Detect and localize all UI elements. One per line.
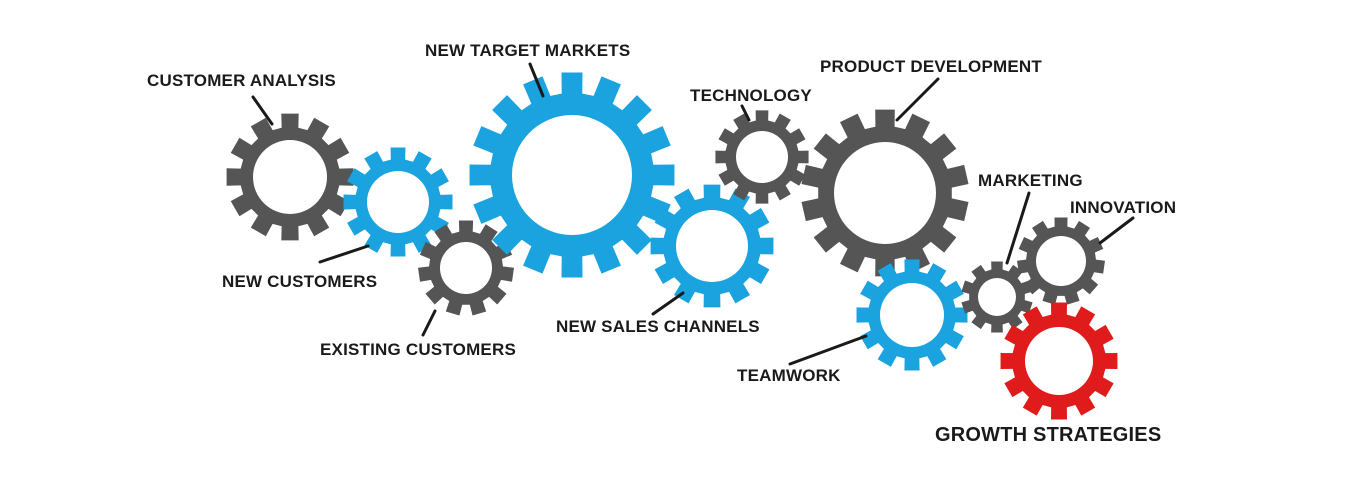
gear-existing-customers <box>418 220 514 316</box>
gear-customer-analysis <box>226 113 354 241</box>
label-technology: TECHNOLOGY <box>690 86 812 105</box>
leader-innovation <box>1098 216 1135 245</box>
leader-layer <box>251 62 1135 366</box>
gear-innovation <box>1017 217 1105 305</box>
label-teamwork: TEAMWORK <box>737 366 841 385</box>
label-existing-customers: EXISTING CUSTOMERS <box>320 340 516 359</box>
label-new-customers: NEW CUSTOMERS <box>222 272 378 291</box>
leader-teamwork <box>788 334 868 366</box>
leader-product-development <box>895 77 940 122</box>
gear-teamwork <box>856 259 968 371</box>
label-new-target-markets: NEW TARGET MARKETS <box>425 41 631 60</box>
gear-technology <box>715 110 809 204</box>
label-new-sales-channels: NEW SALES CHANNELS <box>556 317 760 336</box>
gear-new-customers <box>343 147 453 257</box>
leader-customer-analysis <box>251 95 274 126</box>
label-product-development: PRODUCT DEVELOPMENT <box>820 57 1042 76</box>
gear-product-development <box>801 109 969 277</box>
leader-new-sales-channels <box>651 291 685 316</box>
gear-new-target-markets <box>469 72 675 278</box>
label-marketing: MARKETING <box>978 171 1083 190</box>
gear-layer <box>226 72 1118 420</box>
gear-new-sales-channels <box>650 184 774 308</box>
leader-new-target-markets <box>528 62 545 98</box>
label-customer-analysis: CUSTOMER ANALYSIS <box>147 71 336 90</box>
leader-technology <box>740 104 751 122</box>
leader-new-customers <box>318 244 370 264</box>
leader-existing-customers <box>421 309 437 337</box>
label-innovation: INNOVATION <box>1070 198 1177 217</box>
label-growth-strategies: GROWTH STRATEGIES <box>935 424 1162 446</box>
gear-marketing <box>961 261 1033 333</box>
leader-marketing <box>1005 191 1031 265</box>
gear-growth-strategies <box>1000 302 1118 420</box>
